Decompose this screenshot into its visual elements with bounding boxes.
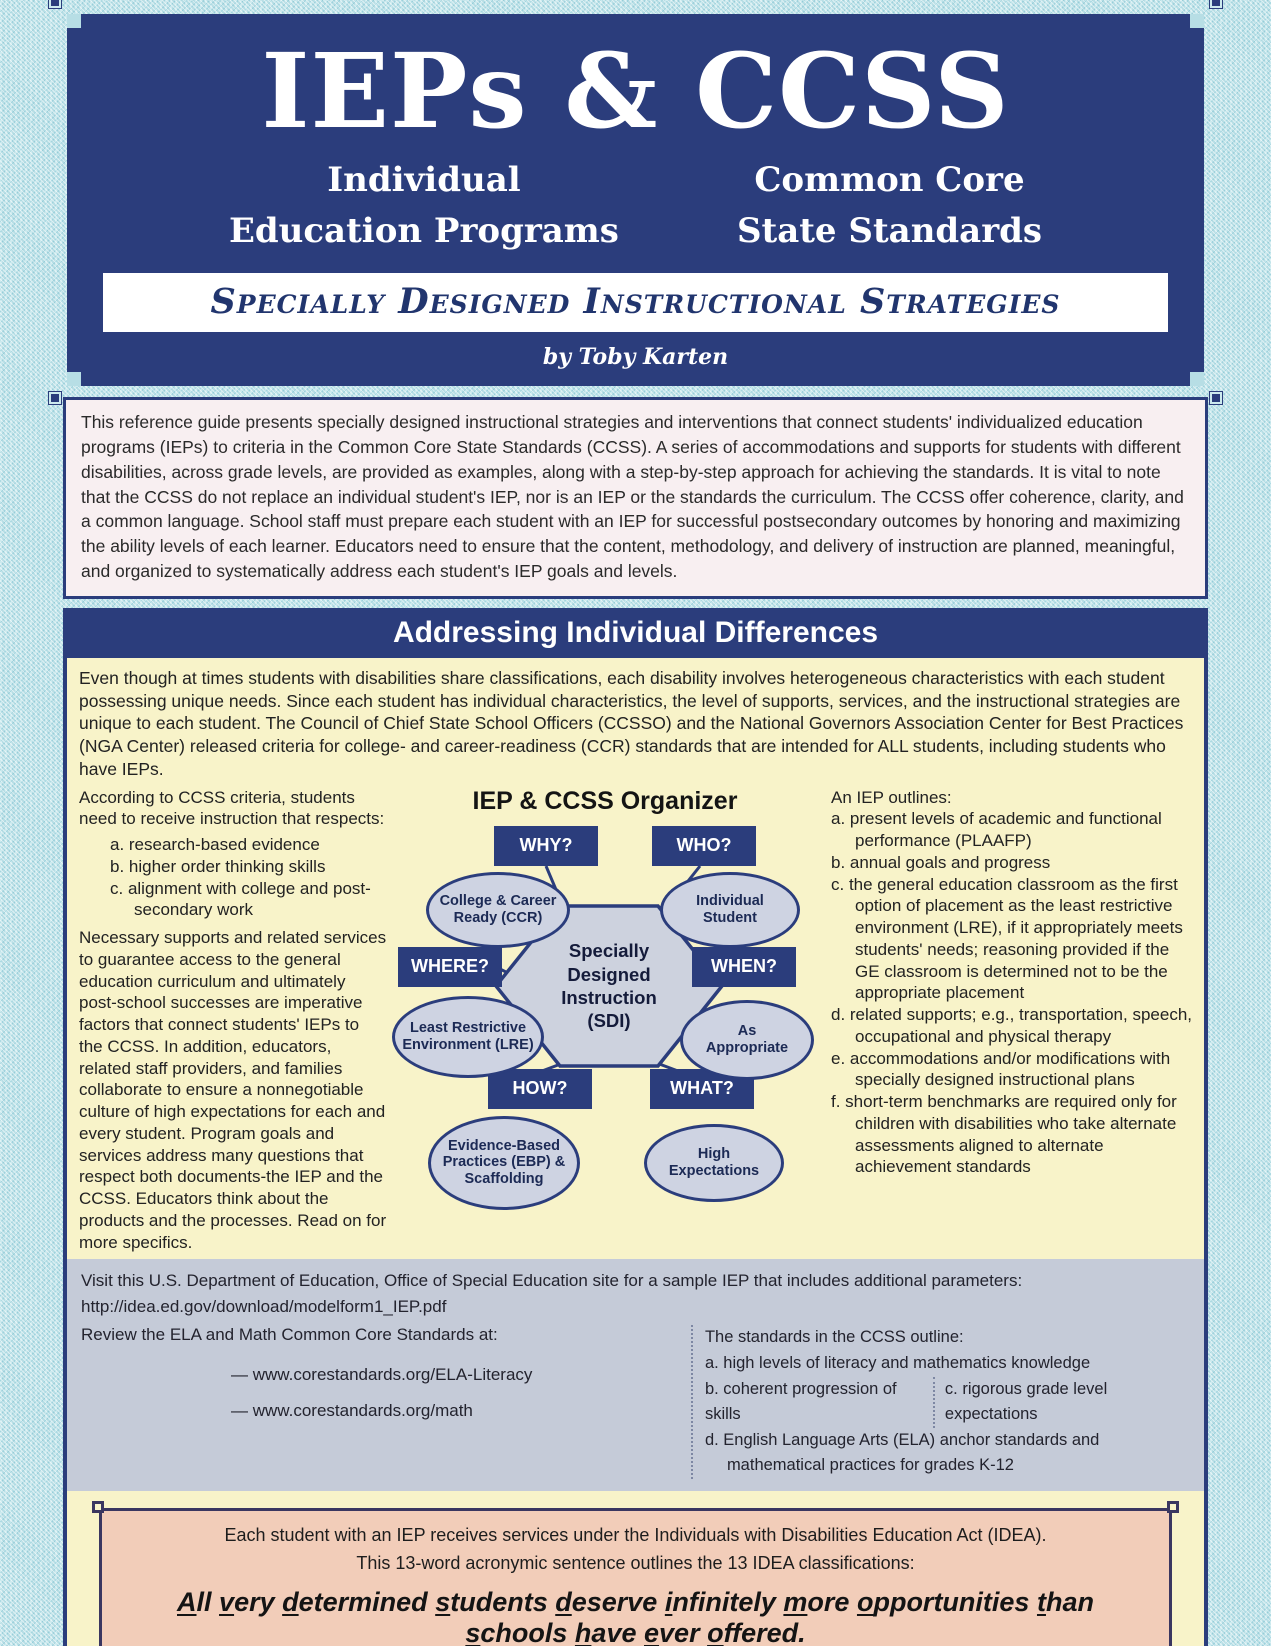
review-standards-text: Review the ELA and Math Common Core Stan… (81, 1325, 498, 1345)
ccss-outline: The standards in the CCSS outline: a. hi… (690, 1325, 1190, 1479)
lead-paragraph: Even though at times students with disab… (79, 667, 1184, 779)
organizer-ellipse-lre: Least Restrictive Environment (LRE) (392, 995, 544, 1078)
author-byline: by Toby Karten (542, 344, 729, 370)
ccss-criteria-item: c. alignment with college and post-secon… (110, 878, 371, 920)
right-column: An IEP outlines: a. present levels of ac… (823, 787, 1192, 1254)
section-title: Addressing Individual Differences (67, 611, 1204, 658)
three-columns: According to CCSS criteria, students nee… (79, 787, 1192, 1254)
organizer-box-where: WHERE? (398, 946, 502, 987)
organizer-diagram: Specially Designed Instruction (SDI) WHY… (392, 825, 818, 1222)
header: IEPs & CCSS Individual Education Program… (51, 0, 1220, 402)
organizer-box-when: WHEN? (692, 946, 796, 987)
left-paragraph: Necessary supports and related services … (79, 928, 387, 1252)
idea-box-corner (92, 1500, 104, 1513)
standards-links: Review the ELA and Math Common Core Stan… (81, 1325, 691, 1478)
sample-iep-link-text: Visit this U.S. Department of Education,… (81, 1271, 1023, 1316)
organizer-ellipse-high: High Expectations (644, 1123, 784, 1202)
idea-line1: Each student with an IEP receives servic… (224, 1524, 1047, 1545)
ccss-outline-heading: The standards in the CCSS outline: (704, 1328, 964, 1347)
resources-band: Visit this U.S. Department of Education,… (67, 1259, 1204, 1491)
organizer-ellipse-ebp: Evidence-Based Practices (EBP) & Scaffol… (428, 1115, 580, 1210)
corestandards-urls: — www.corestandards.org/ELA-Literacy — w… (231, 1365, 533, 1421)
main-block: Addressing Individual Differences Even t… (63, 607, 1208, 1646)
ccss-outline-row-bc: b. coherent progression of skills c. rig… (704, 1376, 1190, 1428)
idea-acronym-sentence: All very determined students deserve inf… (177, 1586, 1094, 1646)
ccss-outline-item-b: b. coherent progression of skills (704, 1379, 897, 1424)
subtitle-ccss: Common Core State Standards (736, 160, 1043, 251)
left-intro-text: According to CCSS criteria, students nee… (79, 787, 385, 829)
organizer-column: IEP & CCSS Organizer Specially Designed … (387, 787, 823, 1254)
organizer-box-what: WHAT? (650, 1068, 754, 1109)
organizer-box-how: HOW? (488, 1068, 592, 1109)
iep-outline-item: c. the general education classroom as th… (831, 874, 1183, 1003)
idea-line2: This 13-word acronymic sentence outlines… (356, 1552, 915, 1573)
iep-outline-item: f. short-term benchmarks are required on… (831, 1092, 1177, 1177)
header-corner-dot (1212, 0, 1220, 6)
idea-section: Each student with an IEP receives servic… (67, 1490, 1204, 1646)
organizer-ellipse-as-appropriate: As Appropriate (680, 999, 814, 1080)
iep-outline-item: b. annual goals and progress (831, 852, 1051, 872)
header-corner-step (67, 372, 81, 386)
header-corner-dot (1212, 394, 1220, 402)
iep-outlines-heading: An IEP outlines: (831, 787, 952, 807)
ccss-outline-item-d: d. English Language Arts (ELA) anchor st… (704, 1430, 1100, 1475)
page-title: IEPs & CCSS (261, 31, 1010, 152)
idea-box-corner (1167, 1500, 1179, 1513)
subtitles: Individual Education Programs Common Cor… (77, 155, 1194, 257)
organizer-box-why: WHY? (494, 825, 598, 866)
header-corner-step (1190, 372, 1204, 386)
resources-row: Review the ELA and Math Common Core Stan… (81, 1325, 1190, 1479)
iep-outline-item: d. related supports; e.g., transportatio… (831, 1005, 1192, 1046)
subtitle-ieps: Individual Education Programs (228, 160, 619, 251)
header-corner-dot (51, 0, 59, 6)
differences-section: Even though at times students with disab… (67, 657, 1204, 1260)
iep-outline-item: e. accommodations and/or modifications w… (831, 1048, 1171, 1090)
header-corner-step (1190, 14, 1204, 28)
header-corner-dot (51, 394, 59, 402)
idea-box: Each student with an IEP receives servic… (92, 1500, 1179, 1646)
organizer-ellipse-ccr: College & Career Ready (CCR) (426, 871, 570, 948)
ccss-outline-item-c: c. rigorous grade level expectations (932, 1376, 1190, 1428)
left-column: According to CCSS criteria, students nee… (79, 787, 387, 1254)
organizer-title: IEP & CCSS Organizer (472, 786, 738, 815)
ccss-criteria-item: b. higher order thinking skills (110, 856, 326, 876)
iep-outline-item: a. present levels of academic and functi… (831, 809, 1162, 851)
header-corner-step (67, 14, 81, 28)
organizer-box-who: WHO? (652, 825, 756, 866)
ccss-outline-item-a: a. high levels of literacy and mathemati… (704, 1353, 1091, 1372)
ccss-criteria-item: a. research-based evidence (110, 835, 320, 855)
organizer-ellipse-student: Individual Student (660, 871, 800, 948)
iep-outlines-list: a. present levels of academic and functi… (831, 808, 1192, 1178)
organizer-center-sdi: Specially Designed Instruction (SDI) (561, 940, 657, 1031)
intro-paragraph: This reference guide presents specially … (63, 397, 1208, 599)
banner-strategies: Specially Designed Instructional Strateg… (103, 273, 1168, 332)
